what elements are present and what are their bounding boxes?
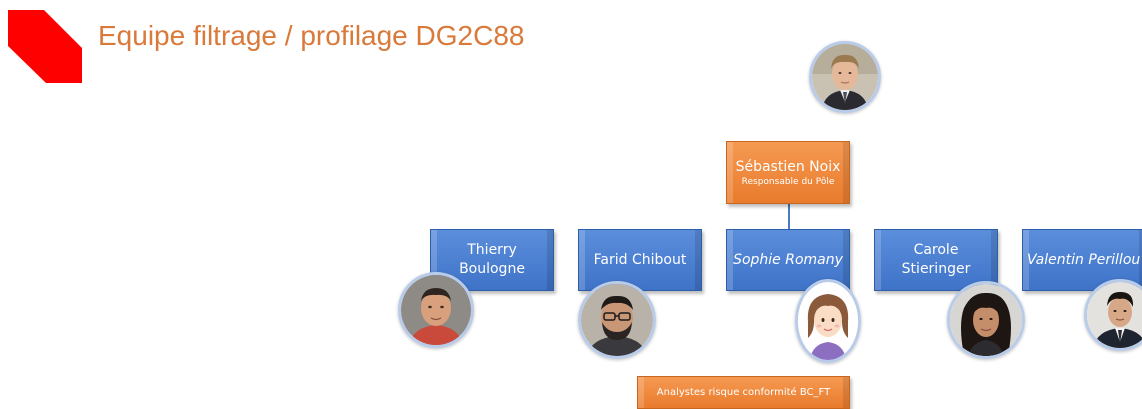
member-box-valentin-perillou: Valentin Perillou [1022, 229, 1142, 291]
member-name-line1: Valentin Perillou [1027, 251, 1141, 268]
connector-line [788, 204, 790, 230]
member-name-line1: Thierry [467, 242, 517, 258]
analysts-team-box: Analystes risque conformité BC_FT [637, 376, 850, 409]
member-name-line1: Sophie Romany [733, 251, 843, 268]
manager-box: Sébastien Noix Responsable du Pôle [726, 141, 850, 204]
slide-title: Equipe filtrage / profilage DG2C88 [98, 20, 525, 51]
manager-role: Responsable du Pôle [741, 176, 835, 187]
member-photo-valentin-perillou [1084, 279, 1142, 351]
member-photo-thierry-boulogne [398, 272, 474, 348]
member-photo-sophie-romany [795, 279, 861, 363]
member-name-line2: Stieringer [901, 261, 971, 277]
member-name-line1: Carole [913, 242, 959, 258]
member-box-farid-chibout: Farid Chibout [578, 229, 702, 291]
member-box-carole-stieringer: Carole Stieringer [874, 229, 998, 291]
member-photo-carole-stieringer [947, 281, 1025, 359]
member-photo-farid-chibout [578, 281, 656, 359]
member-name-line2: Boulogne [459, 261, 525, 277]
manager-name: Sébastien Noix [735, 158, 841, 175]
member-name-line1: Farid Chibout [593, 251, 687, 268]
analysts-team-label: Analystes risque conformité BC_FT [656, 387, 831, 398]
manager-photo [809, 41, 881, 113]
company-logo-icon [8, 10, 82, 83]
